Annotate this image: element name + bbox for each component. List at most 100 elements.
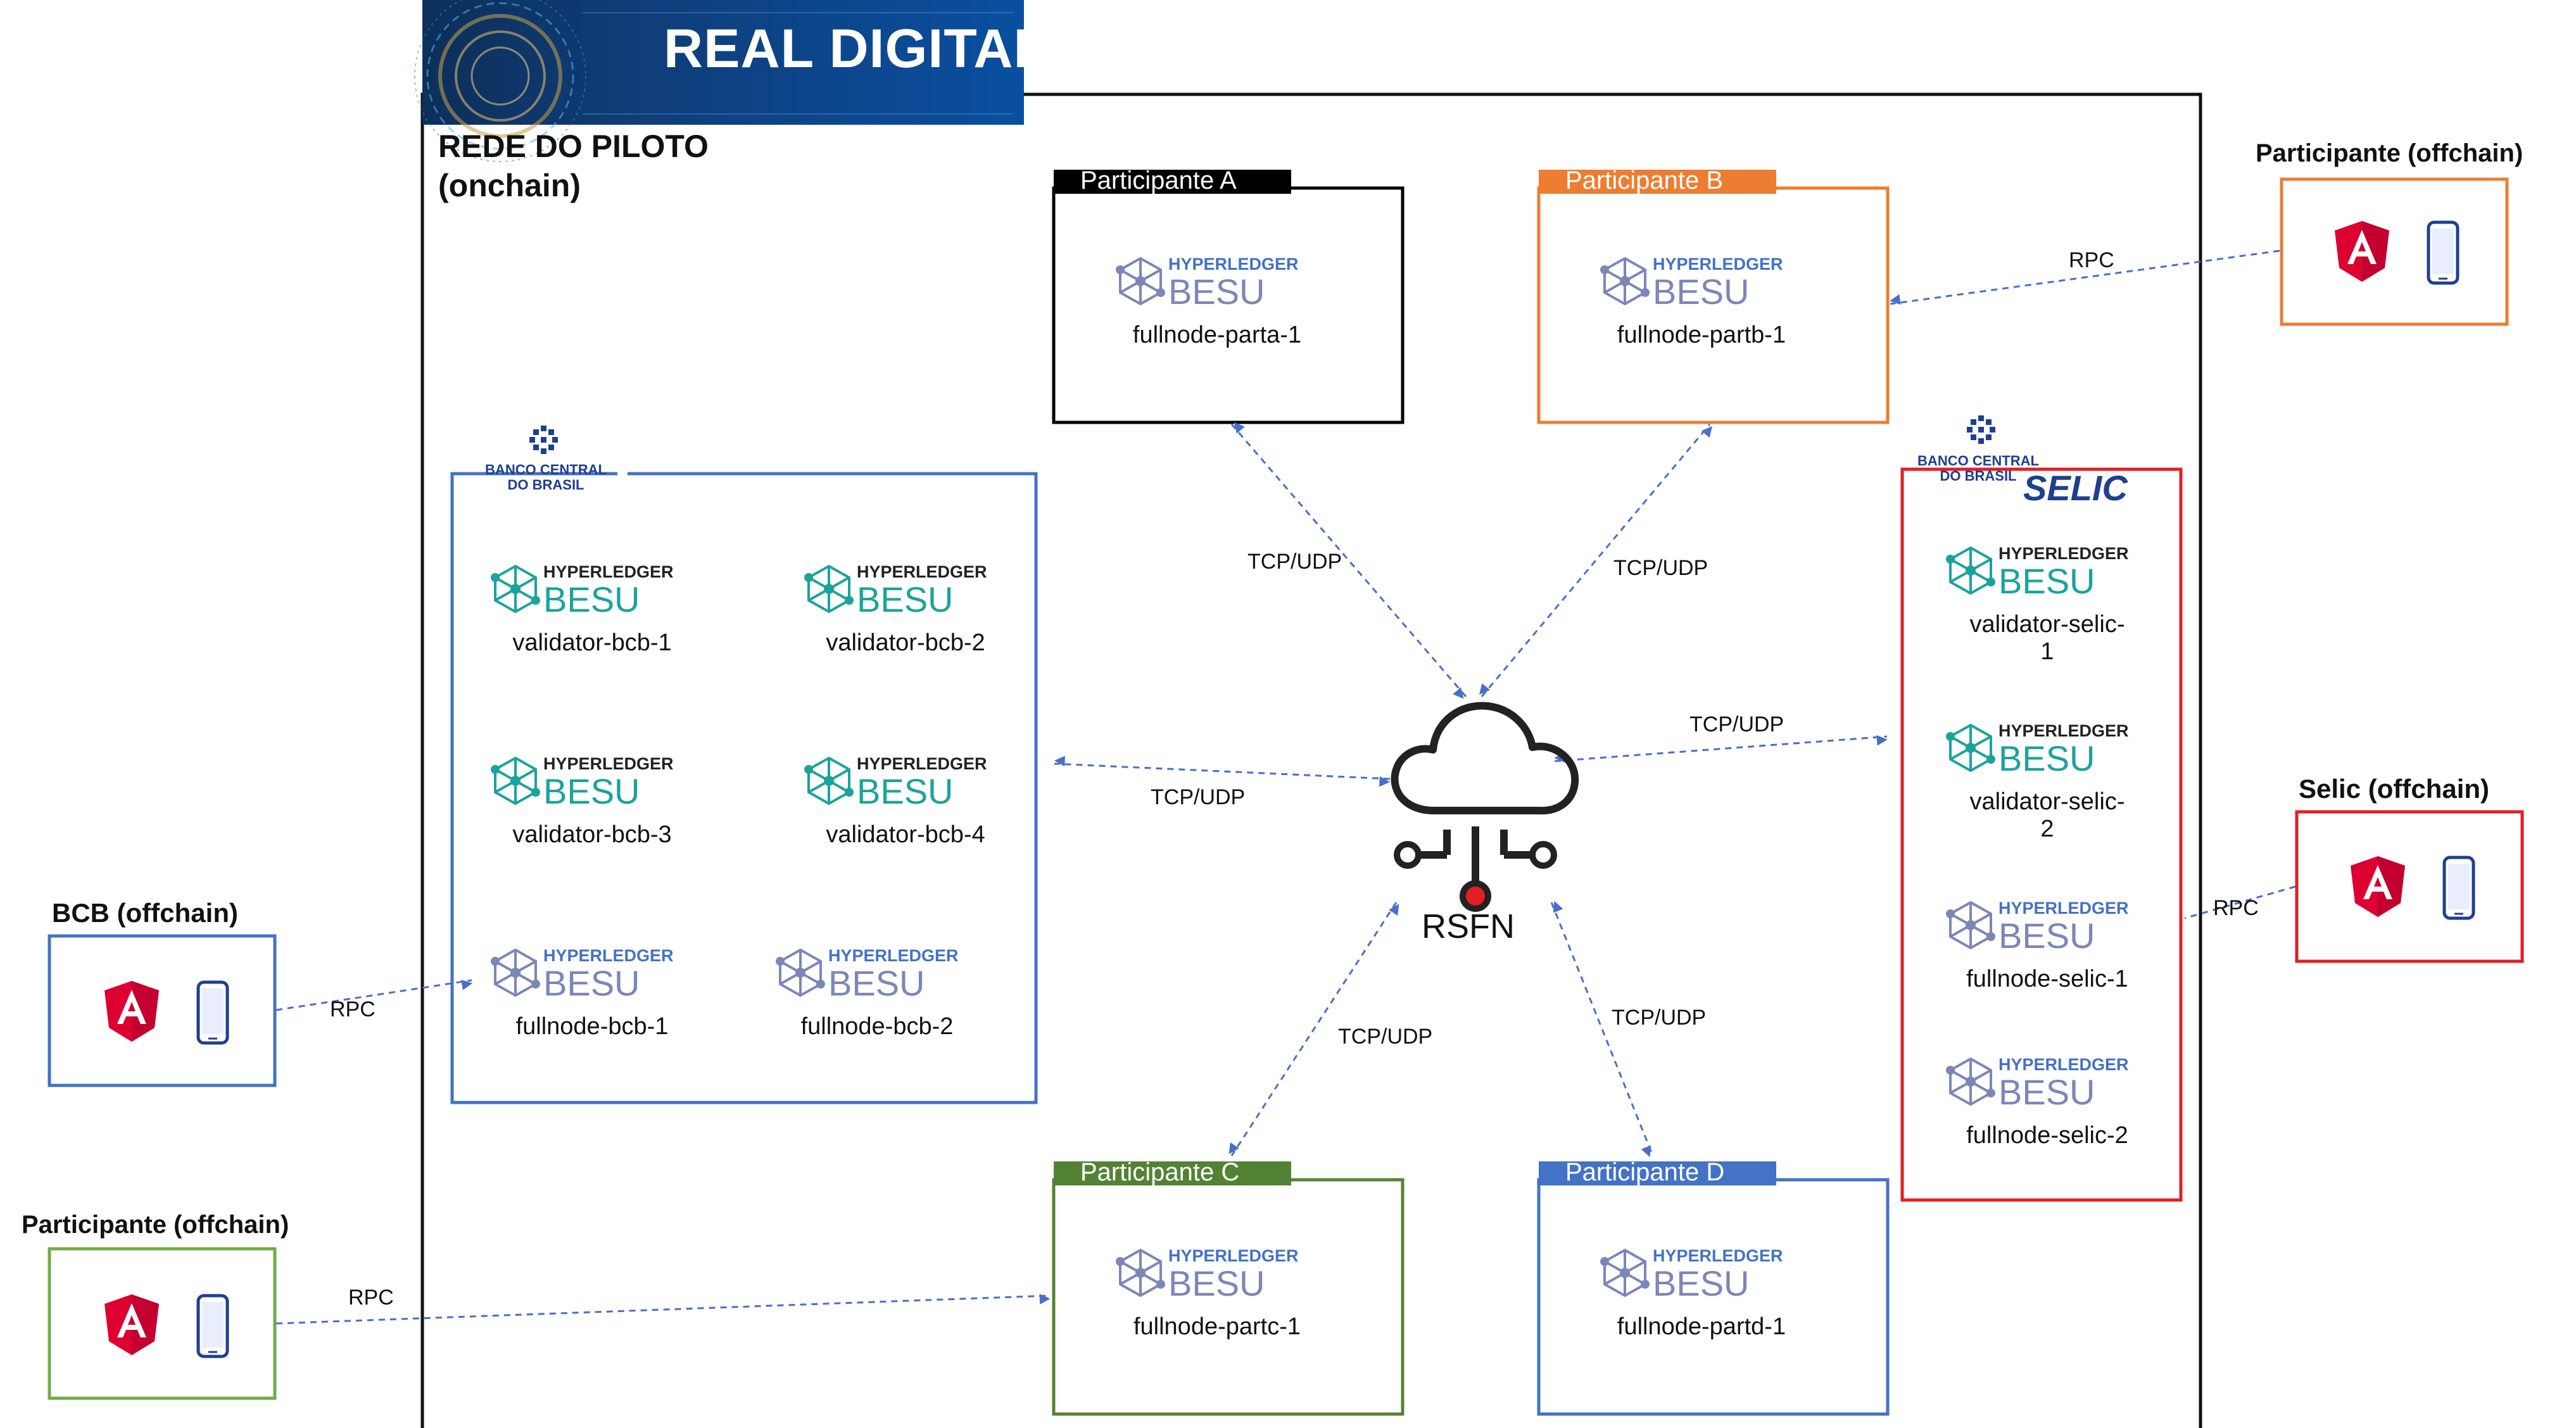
link-label-d: TCP/UDP <box>1612 1006 1707 1030</box>
besu-logo-bottom-text: BESU <box>543 963 640 1003</box>
besu-logo-bottom-text: BESU <box>1653 1263 1750 1303</box>
besu-logo-bottom-text: BESU <box>1998 738 2095 778</box>
besu-logo-bottom-text: BESU <box>857 771 954 811</box>
rpc-label-bcb: RPC <box>330 997 376 1021</box>
besu-logo-bottom-text: BESU <box>1998 561 2095 601</box>
besu-logo-top-text: HYPERLEDGER <box>543 946 674 965</box>
besu-logo-top-text: HYPERLEDGER <box>543 562 674 581</box>
selic-offchain-client <box>2351 856 2475 920</box>
angular-icon <box>2335 221 2389 282</box>
node-name-line: fullnode-selic-1 <box>1966 966 2128 992</box>
node-name: validator-bcb-2 <box>801 629 1010 657</box>
besu-logo-bottom-text: BESU <box>1653 272 1750 312</box>
node-name: validator-selic-2 <box>1943 788 2152 843</box>
rsfn-label: RSFN <box>1422 907 1515 945</box>
smartphone-icon <box>196 1294 229 1358</box>
node-name-line: fullnode-partc-1 <box>1133 1313 1301 1340</box>
besu-logo-bottom-text: BESU <box>1168 272 1265 312</box>
participant-offchain-bottom-frame <box>47 1247 277 1400</box>
participant-c-title: Participante C <box>1080 1158 1240 1186</box>
node-name: validator-bcb-1 <box>488 629 697 657</box>
besu-logo-bottom-text: BESU <box>543 579 640 619</box>
link-label-selic: TCP/UDP <box>1689 712 1784 736</box>
node-name-line: validator-bcb-3 <box>512 821 672 848</box>
node-name: validator-selic-1 <box>1943 611 2152 666</box>
besu-logo-bottom-text: BESU <box>1168 1263 1265 1303</box>
node-name-line: fullnode-parta-1 <box>1132 322 1302 348</box>
besu-logo-top-text: HYPERLEDGER <box>828 946 959 965</box>
node-name-line: 2 <box>2040 816 2054 842</box>
rpc-label-selic: RPC <box>2213 896 2259 920</box>
bcb-logo-line1: BANCO CENTRAL <box>485 462 607 477</box>
participant-b-title: Participante B <box>1565 167 1724 194</box>
node-name: fullnode-selic-2 <box>1943 1122 2152 1149</box>
besu-logo-bottom-text: BESU <box>543 771 640 811</box>
besu-logo-top-text: HYPERLEDGER <box>1653 255 1783 274</box>
participant-offchain-top-title: Participante (offchain) <box>2256 139 2523 167</box>
node-name: fullnode-partb-1 <box>1597 322 1806 349</box>
link-label-a: TCP/UDP <box>1247 550 1342 574</box>
link-rsfn-participant-b <box>1479 424 1713 697</box>
node-name-line: fullnode-partb-1 <box>1617 322 1786 348</box>
besu-logo-top-text: HYPERLEDGER <box>1653 1246 1783 1265</box>
angular-icon <box>2351 856 2405 917</box>
besu-logo-top-text: HYPERLEDGER <box>857 754 987 773</box>
besu-logo-top-text: HYPERLEDGER <box>1998 544 2129 563</box>
besu-logo-top-text: HYPERLEDGER <box>1998 1055 2129 1074</box>
cloud-icon <box>1391 702 1579 912</box>
selic-bcb-logo: BANCO CENTRAL DO BRASIL <box>1902 413 2054 502</box>
besu-logo-top-text: HYPERLEDGER <box>543 754 674 773</box>
node-name-line: validator-selic- <box>1969 788 2125 815</box>
link-label-b: TCP/UDP <box>1613 556 1708 580</box>
node-name-line: fullnode-selic-2 <box>1966 1122 2128 1149</box>
node-name-line: validator-bcb-4 <box>826 821 985 848</box>
link-rsfn-participant-a <box>1230 422 1467 699</box>
link-rsfn-bcb <box>1054 755 1391 787</box>
node-name-line: validator-selic- <box>1969 611 2125 638</box>
besu-logo-bottom-text: BESU <box>857 579 954 619</box>
node-name: validator-bcb-4 <box>801 821 1010 849</box>
node-name-line: validator-bcb-1 <box>512 629 672 656</box>
participant-a-title: Participante A <box>1080 167 1237 194</box>
banner-title: REAL DIGITAL <box>664 18 1048 79</box>
bcb-offchain-title: BCB (offchain) <box>52 898 238 928</box>
selic-bcb-logo-line2: DO BRASIL <box>1940 468 2017 484</box>
link-rsfn-selic <box>1554 735 1888 763</box>
rpc-participant-bottom <box>275 1294 1051 1325</box>
node-name-line: fullnode-bcb-1 <box>515 1013 669 1040</box>
node-name-line: 1 <box>2040 638 2054 665</box>
link-label-bcb: TCP/UDP <box>1151 785 1246 809</box>
angular-icon <box>104 1294 159 1355</box>
rpc-label-bottom: RPC <box>348 1286 394 1310</box>
node-name: fullnode-bcb-1 <box>488 1013 697 1040</box>
smartphone-icon <box>2442 856 2475 920</box>
selic-logo-word: SELIC <box>2023 468 2128 508</box>
smartphone-icon <box>196 980 229 1045</box>
node-name-line: validator-bcb-2 <box>826 629 985 656</box>
participant-offchain-top-frame <box>2280 177 2509 326</box>
network-title-line1: REDE DO PILOTO <box>438 129 709 164</box>
smartphone-icon <box>2427 220 2459 285</box>
besu-logo-top-text: HYPERLEDGER <box>857 562 987 581</box>
